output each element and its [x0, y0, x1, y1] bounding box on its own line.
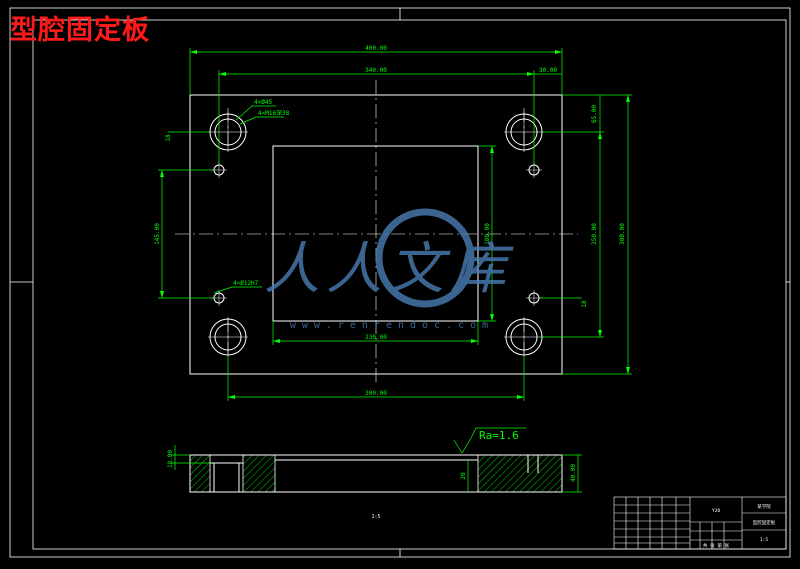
title-block-text: 型腔固定板 某学院 Y20 1:5 共 张 第 张	[703, 503, 776, 549]
hole-bottom-right	[504, 317, 544, 357]
dimension-lines	[158, 48, 632, 401]
dim-overall-width: 400.00	[365, 45, 387, 52]
section-view: 18.00 40.00 20 Ra=1.6 1:5	[167, 427, 582, 520]
surface-finish: Ra=1.6	[479, 429, 519, 442]
hole-top-right	[504, 112, 544, 152]
section-outline	[189, 454, 563, 493]
dim-hole-vertical: 250.00	[591, 223, 598, 245]
dim-section-right: 40.00	[570, 464, 577, 482]
section-hatch-left	[189, 454, 211, 493]
dim-section-left: 18.00	[167, 450, 174, 468]
tb-sheet: 共 张 第 张	[703, 542, 730, 549]
cavity-pocket	[272, 145, 479, 322]
watermark-brand: 人人文库	[264, 237, 514, 302]
hole-bottom-left	[208, 317, 248, 357]
top-view: 400.00 340.00 30.00 230.00 300.00 65.00 …	[154, 45, 632, 401]
dim-pocket-height: 180.00	[484, 223, 491, 245]
dim-hole-spacing: 340.00	[365, 67, 387, 74]
section-hatch-right	[477, 454, 563, 493]
dim-right-top: 65.00	[591, 105, 598, 123]
dimension-labels: 400.00 340.00 30.00 230.00 300.00 65.00 …	[154, 45, 626, 397]
dim-section-step: 20	[460, 472, 467, 480]
dim-pocket-width: 230.00	[365, 334, 387, 341]
watermark: 人人文库 www.renrendoc.com	[264, 208, 514, 331]
note-thread: 4×M16深38	[258, 109, 290, 117]
dim-bottom-hole-span: 300.00	[365, 390, 387, 397]
note-pin: 4×Ø12H7	[233, 280, 259, 287]
tb-part-name: 型腔固定板	[753, 519, 776, 526]
scale-note: 1:5	[371, 514, 380, 520]
tb-school: 某学院	[757, 503, 771, 510]
dim-small-right: 18	[581, 300, 588, 308]
note-counterbore: 4×Ø45	[254, 99, 272, 106]
dim-overall-height: 300.00	[619, 223, 626, 245]
hole-top-left	[208, 112, 248, 152]
dim-edge-offset: 30.00	[539, 67, 557, 74]
dim-left-vertical: 145.00	[154, 223, 161, 245]
dimension-arrows	[160, 50, 630, 399]
tb-scale: 1:5	[760, 537, 768, 543]
section-hatch-mid	[242, 454, 276, 493]
section-labels: 18.00 40.00 20 Ra=1.6	[167, 429, 577, 482]
drawing-title: 型腔固定板	[10, 15, 150, 46]
watermark-ring	[375, 208, 475, 308]
title-block	[613, 496, 787, 550]
sheet-border	[9, 7, 791, 558]
dim-small-left: 18	[165, 134, 172, 142]
tb-material: Y20	[712, 508, 720, 514]
section-dimensions	[171, 427, 582, 493]
watermark-url: www.renrendoc.com	[290, 320, 494, 331]
